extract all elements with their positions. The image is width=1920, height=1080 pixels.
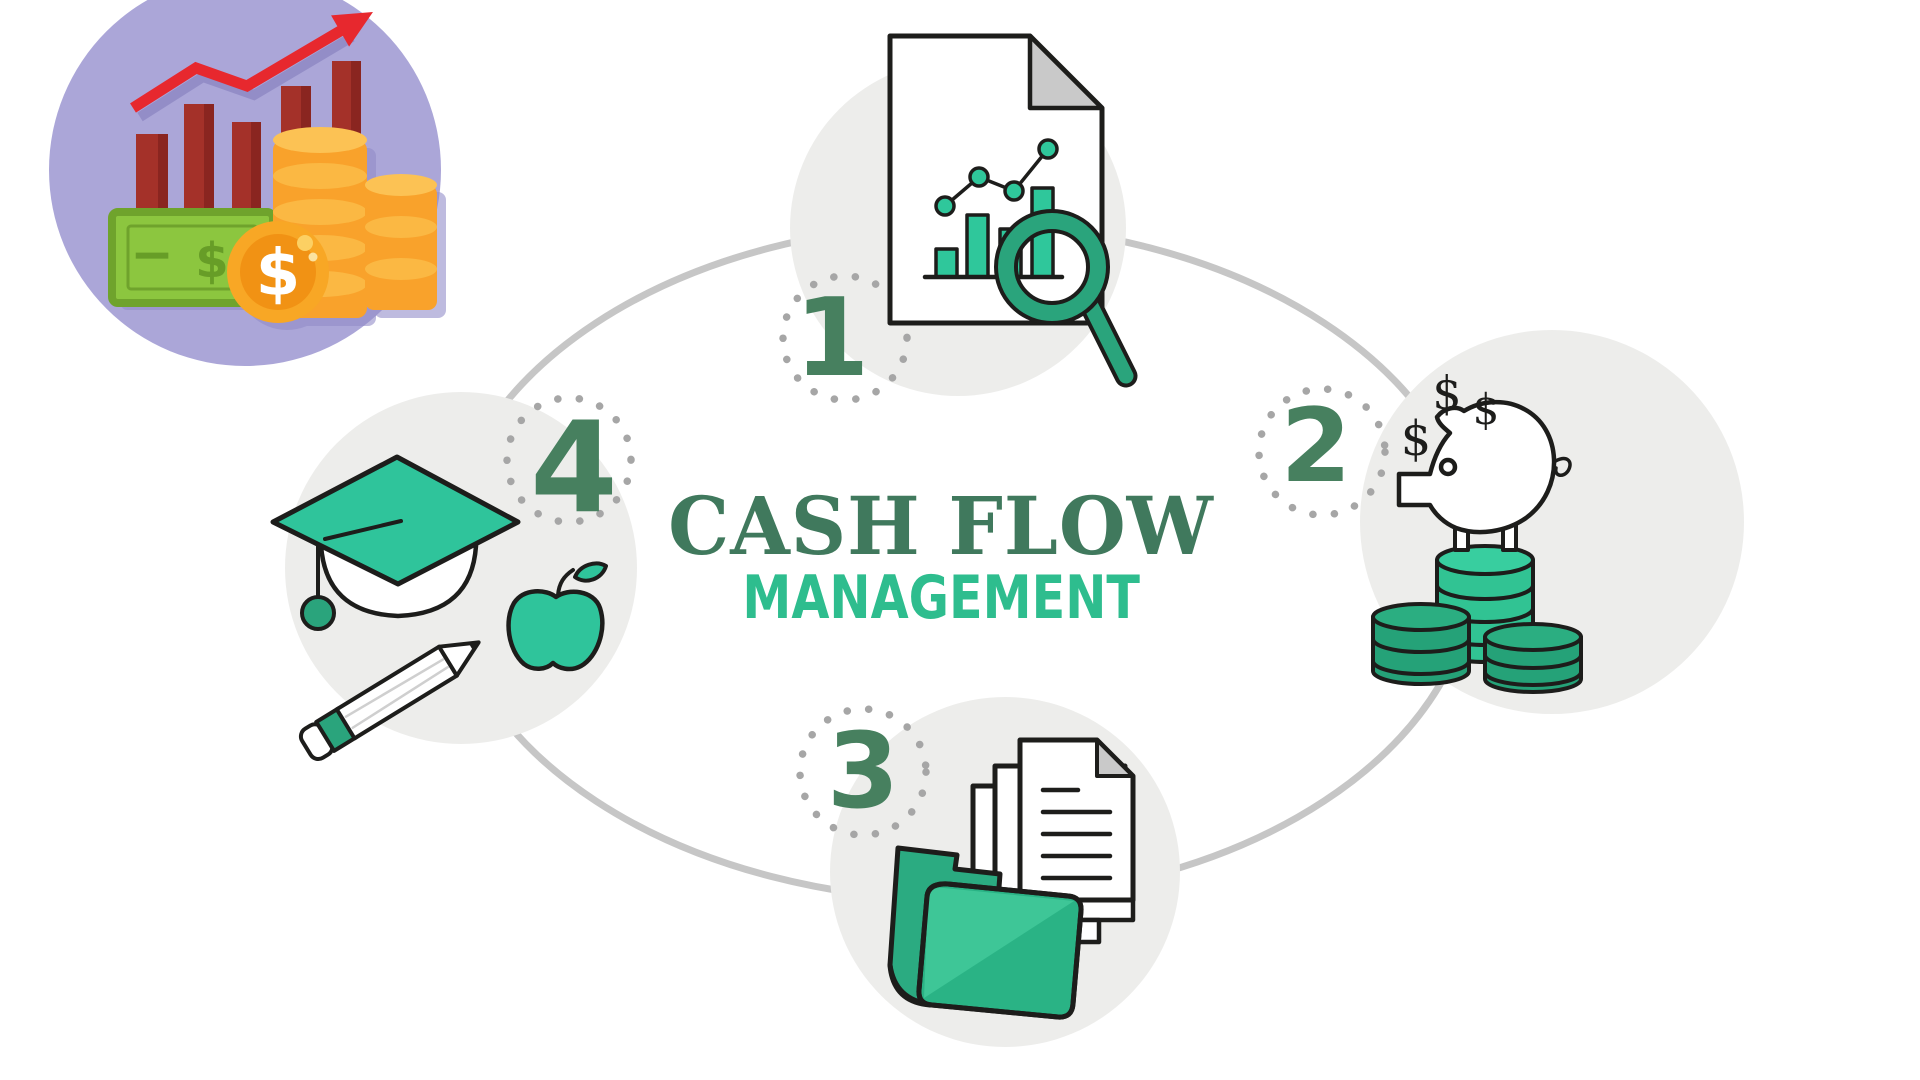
magnifier-icon: [994, 209, 1138, 388]
step4-number: 4: [530, 394, 618, 541]
pencil-icon: [298, 640, 481, 762]
step1-dotted-circle: [779, 272, 911, 404]
coin-stack-left: [1371, 602, 1471, 686]
tassel-ball: [300, 595, 336, 631]
step3-dotted-circle: [796, 705, 930, 839]
analysis-document-magnifier-icon: [887, 33, 1138, 388]
dollar-sign-icon: $: [1401, 411, 1432, 467]
folded-corner: [1027, 33, 1105, 111]
dollar-sign-icon: $: [1432, 366, 1461, 420]
piggy-body: [1396, 399, 1557, 535]
step2-number: 2: [1280, 387, 1352, 506]
step2-dotted-circle: [1255, 385, 1389, 519]
title-line2: MANAGEMENT: [742, 563, 1140, 633]
coin-stack-right: [1483, 622, 1583, 694]
bill-dollar: $: [195, 233, 228, 289]
dollar-coin-icon: $: [227, 221, 329, 323]
diagram-title: CASH FLOW MANAGEMENT: [657, 486, 1226, 628]
folded-corner: [1095, 738, 1135, 778]
step4-dotted-circle: [503, 394, 635, 526]
step3-number: 3: [826, 710, 900, 832]
finance-logo-badge: − $ $: [49, 0, 446, 366]
growth-arrow-icon: [130, 12, 373, 113]
coin-dollar: $: [256, 237, 301, 311]
bill-minus: −: [130, 225, 174, 285]
apple-icon: [506, 561, 608, 672]
piggy-bank-coins-icon: $ $ $: [1371, 366, 1583, 694]
step1-number: 1: [794, 276, 870, 401]
folder-front: [916, 881, 1084, 1020]
graduation-cap-apple-pencil-icon: [270, 454, 608, 762]
piggy-eye: [1438, 457, 1458, 477]
floating-dollar-signs: $ $ $: [1401, 366, 1500, 467]
documents-folder-icon: [887, 737, 1136, 1020]
piggy-tail: [1552, 456, 1572, 477]
title-line1: CASH FLOW: [668, 479, 1214, 573]
dollar-sign-icon: $: [1473, 385, 1500, 434]
